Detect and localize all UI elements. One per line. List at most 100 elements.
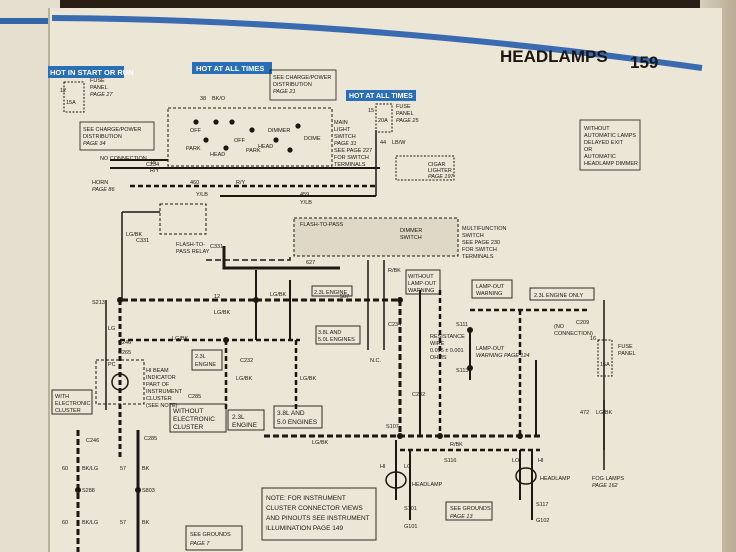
wire-lg-bk-2: LG/BK [214, 310, 231, 316]
wire-hi-b: HI [538, 458, 544, 464]
dimmer-l2: SWITCH [400, 235, 422, 241]
engine-3850b-1: 3.8L AND [277, 410, 305, 417]
fog-2: PAGE 162 [592, 483, 618, 489]
ref-multi-1: MULTIFUNCTION [462, 226, 507, 232]
wire-bk-o: BK/O [212, 96, 226, 102]
conn-c234-b: C234 [388, 322, 401, 328]
fuse-right-num: 16 [590, 336, 596, 342]
circuit-60: 60 [62, 466, 68, 472]
wire-lg-bk-4: LG/BK [172, 336, 189, 342]
pos-head-1: HEAD [210, 152, 225, 158]
wire-lg: LG [108, 326, 115, 332]
sg1-2: PAGE 7 [190, 541, 210, 547]
circuit-60-b: 60 [62, 520, 68, 526]
splice-s117: S117 [536, 502, 548, 508]
ref-cp-top-2: DISTRIBUTION [273, 82, 312, 88]
ground-g102: G102 [536, 518, 549, 524]
engine-3850-2: 5.0L ENGINES [318, 337, 355, 343]
wire-r-y: R/Y [150, 168, 160, 174]
dimmer-l1: DIMMER [400, 228, 422, 234]
res-3: 0.095 ± 0.001 [430, 348, 464, 354]
circuit-44: 44 [380, 140, 386, 146]
fuse-right-l2: PANEL [618, 351, 636, 357]
hb-2: INDICATOR [146, 375, 176, 381]
conn-c285: C285 [188, 394, 201, 400]
note-3: AND PINOUTS SEE INSTRUMENT [266, 515, 370, 522]
fuse-mid-amp: 20A [378, 118, 388, 124]
banner-hot-run [48, 66, 124, 78]
wire-hi: HI [380, 464, 386, 470]
splice-s111: S111 [456, 322, 468, 328]
ref-multi-2: SWITCH [462, 233, 484, 239]
circuit-472: 472 [580, 410, 589, 416]
wire-lb-w: LB/W [392, 140, 406, 146]
adjacent-page-band [0, 18, 60, 24]
circuit-460: 460 [190, 180, 199, 186]
splice-s113: S113 [456, 368, 468, 374]
wire-pc: PC [108, 362, 116, 368]
no-conn-1: (NO [554, 324, 565, 330]
multifunction-switch [293, 217, 459, 257]
banner-hot-all-1-text: HOT AT ALL TIMES [196, 64, 264, 73]
conn-c232: C232 [240, 358, 253, 364]
ref-multi-5: TERMINALS [462, 254, 494, 260]
ref-main-7: TERMINALS [334, 162, 366, 168]
wc-3: CLUSTER [55, 408, 81, 414]
note-2: CLUSTER CONNECTOR VIEWS [266, 505, 363, 512]
wire-nc: N.C. [370, 358, 381, 364]
conn-c209: C209 [576, 320, 589, 326]
pos-park-1: PARK [186, 146, 201, 152]
flash-relay-l1: FLASH-TO- [176, 242, 205, 248]
banner-hot-all-2-text: HOT AT ALL TIMES [349, 93, 413, 100]
fuse-left-page: PAGE 27 [90, 92, 113, 98]
note-4: ILLUMINATION PAGE 149 [266, 525, 343, 532]
ref-cp-left-3: PAGE 34 [83, 141, 106, 147]
engine-23b-1: 2.3L [195, 354, 206, 360]
wire-lg-bk-7: LG/BK [312, 440, 329, 446]
ref-horn-2: PAGE 86 [92, 187, 115, 193]
hb-6: (SEE NOTE) [146, 403, 178, 409]
engine-23-only: 2.3L ENGINE ONLY [534, 293, 584, 299]
ref-main-5: SEE PAGE 227 [334, 148, 372, 154]
banner-hot-all-1 [192, 62, 272, 74]
low-2: WARNING PAGE 124 [476, 353, 530, 359]
flash-relay-box [159, 203, 207, 235]
page-title: HEADLAMPS [500, 47, 608, 66]
wire-bk-lg: BK/LG [82, 466, 98, 472]
ref-cp-left-1: SEE CHARGE/POWER [83, 127, 141, 133]
wire-bk-b: BK [142, 520, 150, 526]
no-conn-2: CONNECTION) [554, 331, 593, 337]
note-1: NOTE: FOR INSTRUMENT [266, 495, 346, 502]
engine-23b-2: ENGINE [195, 362, 216, 368]
res-4: OHMS [430, 355, 447, 361]
headlamp-left [385, 471, 407, 489]
conn-c232-b: C232 [412, 392, 425, 398]
wire-lg-bk-6: LG/BK [300, 376, 317, 382]
conn-c234: C234 [146, 162, 159, 168]
conn-c265: C265 [118, 350, 131, 356]
pos-off-1: OFF [190, 128, 202, 134]
wire-lo-b: LO [512, 458, 520, 464]
fuse-left-num: 12 [60, 88, 66, 94]
hb-3: PART OF [146, 382, 170, 388]
fuse-mid-num: 15 [368, 108, 374, 114]
wire-y-lb-2: Y/LB [300, 200, 312, 206]
splice-s803: S803 [142, 488, 155, 494]
hi-beam-indicator [95, 359, 145, 405]
low-1: LAMP-OUT [476, 346, 505, 352]
engine-23c-2: ENGINE [232, 422, 258, 429]
fuse-right-amp: 15A [600, 362, 610, 368]
wire-lo: LO [404, 464, 412, 470]
splice-s213: S213 [92, 300, 105, 306]
pos-park-2: PARK [246, 148, 261, 154]
headlamp-l-label: HEADLAMP [412, 482, 443, 488]
ref-cigar-3: PAGE 197 [428, 174, 455, 180]
circuit-57: 57 [120, 466, 126, 472]
header-rule [51, 15, 703, 71]
conn-c246: C246 [118, 340, 131, 346]
splice-s101: S101 [404, 506, 417, 512]
hb-4: INSTRUMENT [146, 389, 183, 395]
ref-wa-1: WITHOUT [584, 126, 610, 132]
sg1-1: SEE GROUNDS [190, 532, 231, 538]
wlo-3: WARNING [408, 288, 434, 294]
